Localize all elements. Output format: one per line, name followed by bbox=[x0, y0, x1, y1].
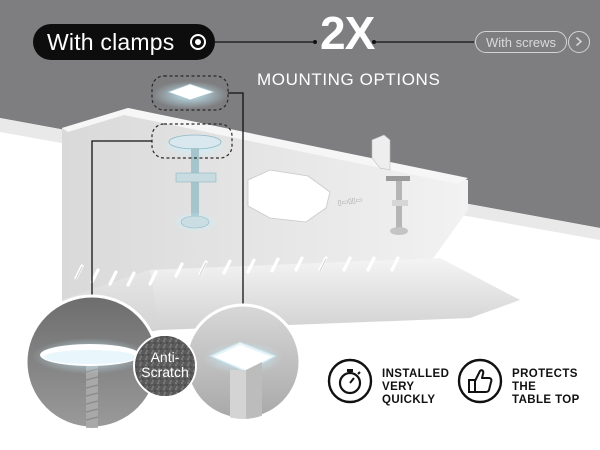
with-screws-label: With screws bbox=[485, 34, 557, 50]
feature-protects-table-top: PROTECTS THE TABLE TOP bbox=[512, 368, 580, 407]
mounting-options-title: MOUNTING OPTIONS bbox=[257, 70, 441, 89]
anti-scratch-badge: Anti- Scratch bbox=[133, 334, 197, 398]
radio-selected-icon bbox=[190, 34, 206, 50]
felt-texture-icon bbox=[135, 336, 195, 396]
feature-1-line2: VERY bbox=[382, 381, 415, 393]
chevron-right-icon bbox=[575, 36, 583, 47]
with-clamps-label: With clamps bbox=[47, 28, 175, 55]
feature-1-line3: QUICKLY bbox=[382, 394, 436, 406]
feature-1-line1: INSTALLED bbox=[382, 368, 450, 380]
anti-scratch-line2: Scratch bbox=[141, 364, 189, 380]
svg-text:▯▭▯▯▭: ▯▭▯▯▭ bbox=[337, 197, 363, 207]
feature-2-line2: THE bbox=[512, 381, 537, 393]
next-option-button[interactable] bbox=[568, 31, 590, 53]
stopwatch-icon bbox=[327, 358, 373, 404]
anti-scratch-label: Anti- Scratch bbox=[135, 350, 195, 380]
with-screws-option[interactable]: With screws bbox=[475, 31, 567, 53]
thumbs-up-icon bbox=[457, 358, 503, 404]
with-clamps-option[interactable]: With clamps bbox=[33, 24, 215, 60]
anti-scratch-line1: Anti- bbox=[150, 349, 180, 365]
feature-2-line1: PROTECTS bbox=[512, 368, 578, 380]
mounting-count: 2X bbox=[320, 7, 375, 59]
feature-installed-quickly: INSTALLED VERY QUICKLY bbox=[382, 368, 449, 407]
feature-2-line3: TABLE TOP bbox=[512, 394, 580, 406]
